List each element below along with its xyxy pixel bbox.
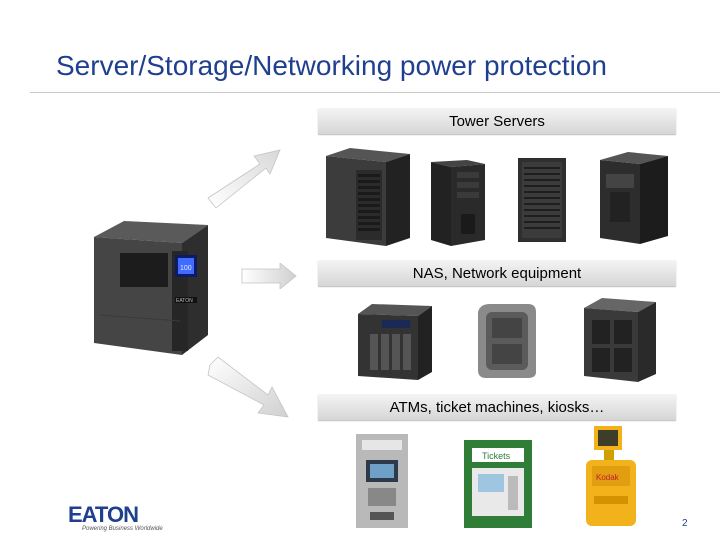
ups-display-text: 100 bbox=[180, 265, 192, 272]
tower-server-2-image bbox=[431, 160, 485, 246]
eaton-logo-wordmark: EATON bbox=[68, 503, 138, 527]
arrow-down-right-icon bbox=[207, 356, 289, 418]
slide-title: Server/Storage/Networking power protecti… bbox=[56, 50, 607, 81]
ticket-machine-image: Tickets bbox=[464, 440, 532, 528]
tower-server-3-image bbox=[518, 158, 566, 242]
eaton-tagline: Powering Business Worldwide bbox=[82, 526, 163, 532]
arrow-right-icon bbox=[241, 263, 297, 289]
title-divider bbox=[30, 92, 720, 93]
atm-machine-image bbox=[356, 434, 408, 528]
tower-server-4-image bbox=[600, 152, 668, 244]
ticket-machine-sign: Tickets bbox=[482, 451, 511, 461]
kiosk-brand-label: Kodak bbox=[596, 473, 620, 482]
arrow-up-right-icon bbox=[207, 149, 281, 209]
nas-device-2-image bbox=[478, 304, 536, 378]
section-header-atm-kiosk: ATMs, ticket machines, kiosks… bbox=[318, 394, 676, 420]
ups-brand-label: EATON bbox=[176, 298, 193, 304]
photo-kiosk-image: Kodak bbox=[586, 426, 636, 526]
eaton-logo: EATON bbox=[68, 503, 139, 527]
nas-device-1-image bbox=[358, 304, 432, 380]
page-number: 2 bbox=[682, 518, 688, 529]
tower-server-1-image bbox=[326, 148, 410, 246]
section-header-tower-servers: Tower Servers bbox=[318, 108, 676, 134]
nas-device-3-image bbox=[584, 298, 656, 382]
ups-unit-image: 100 EATON bbox=[94, 221, 208, 355]
section-header-nas-network: NAS, Network equipment bbox=[318, 260, 676, 286]
